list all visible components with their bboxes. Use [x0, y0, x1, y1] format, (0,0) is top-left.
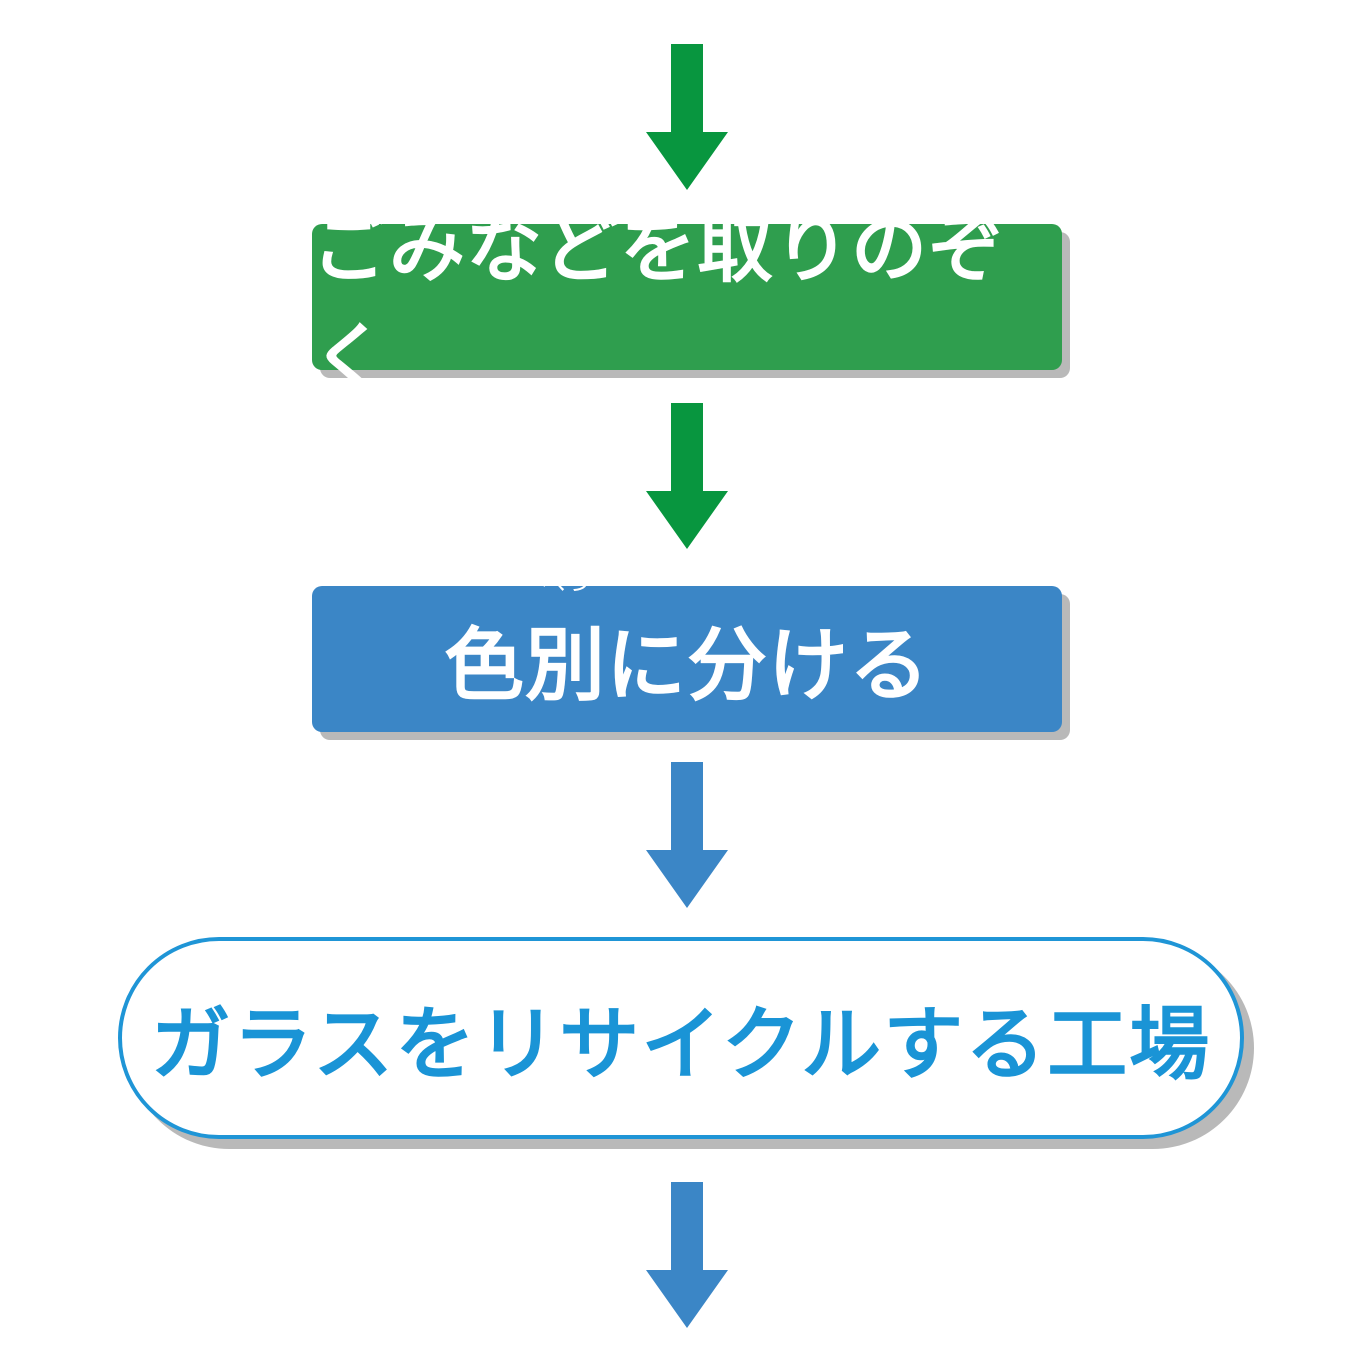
- flow-arrow-3: [646, 762, 728, 908]
- furigana: べつ: [541, 569, 590, 597]
- arrow-down-icon: [646, 403, 728, 549]
- flow-arrow-1: [646, 44, 728, 190]
- label-part-before: 色: [444, 619, 525, 712]
- arrow-down-icon: [646, 1182, 728, 1328]
- ruby-base: 別: [525, 619, 606, 712]
- ruby-group: べつ別: [525, 569, 606, 717]
- flow-arrow-4: [646, 1182, 728, 1328]
- step-sort-by-color-label: 色べつ別に分ける: [444, 569, 930, 717]
- arrow-down-icon: [646, 44, 728, 190]
- step-remove-debris: ごみなどを取りのぞく: [312, 204, 1062, 403]
- step-recycling-factory: ガラスをリサイクルする工場: [118, 937, 1244, 1139]
- label-part-after: に分ける: [606, 619, 930, 712]
- step-recycling-factory-label: ガラスをリサイクルする工場: [150, 998, 1212, 1091]
- step-sort-by-color: 色べつ別に分ける: [312, 569, 1062, 732]
- step-remove-debris-label: ごみなどを取りのぞく: [312, 204, 1005, 403]
- arrow-down-icon: [646, 762, 728, 908]
- flow-arrow-2: [646, 403, 728, 549]
